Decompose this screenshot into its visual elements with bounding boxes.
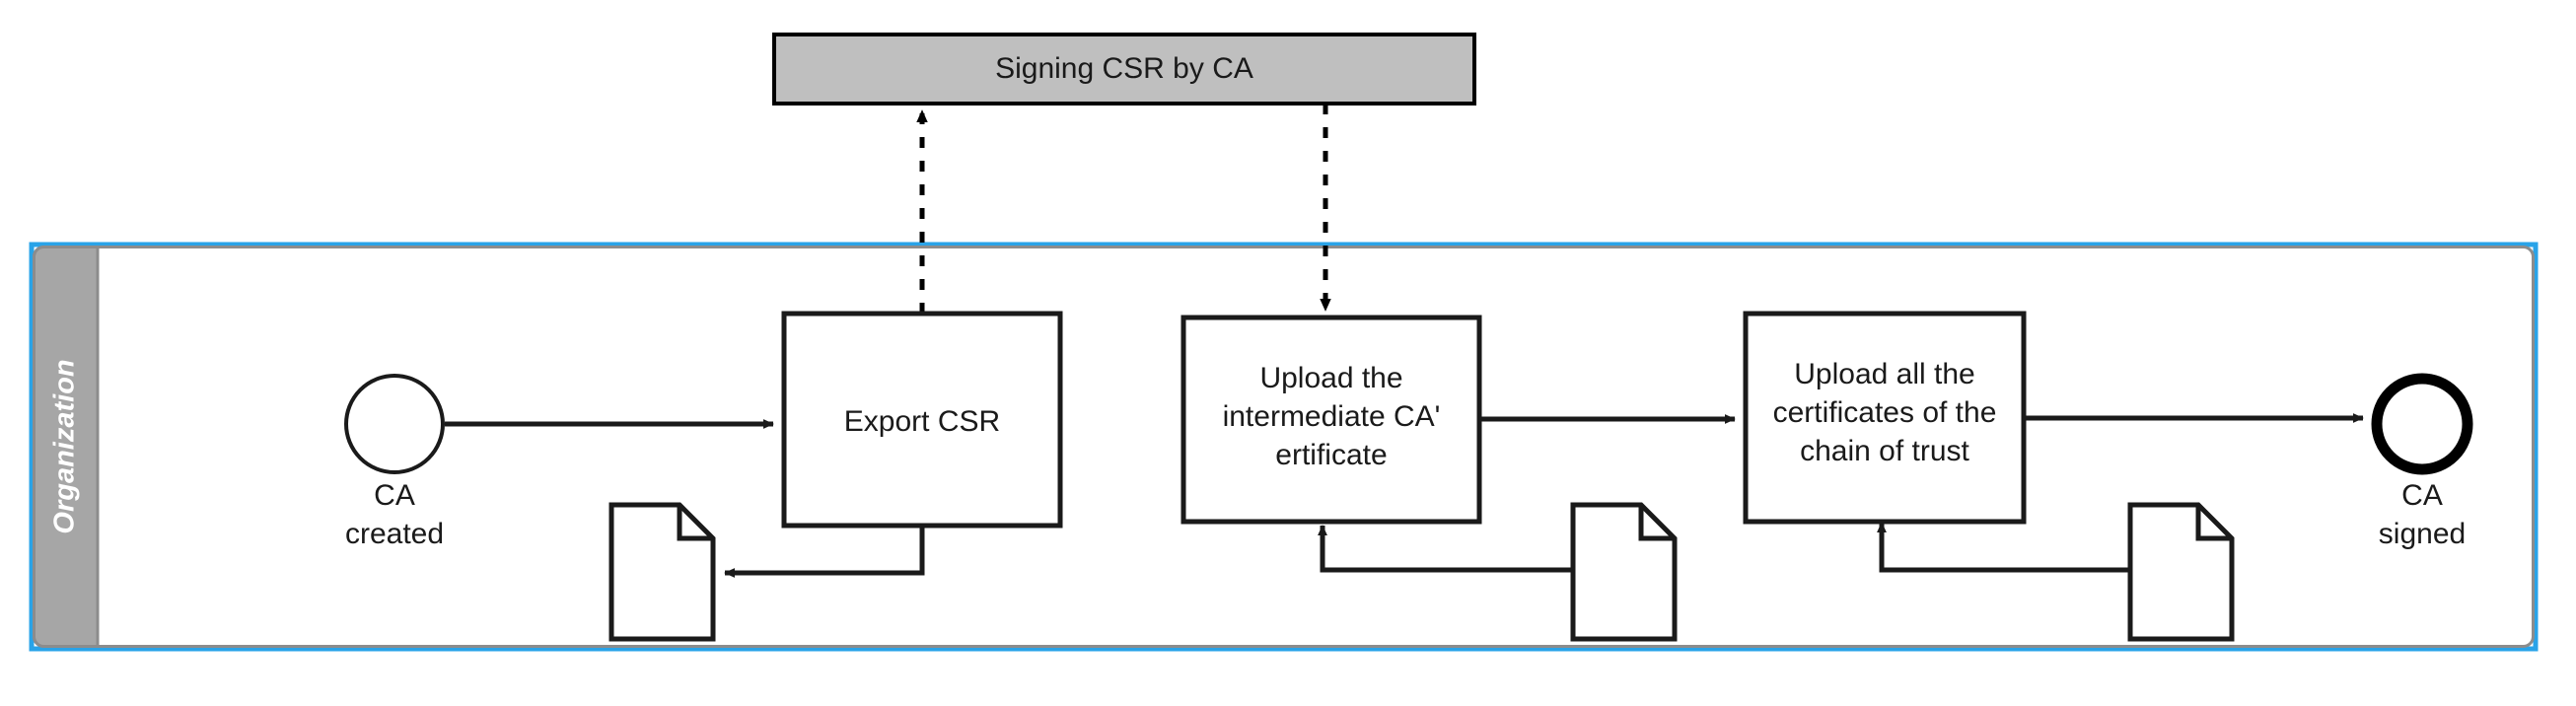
organization-lane-header [33, 246, 100, 648]
signing-ca-pool-label: Signing CSR by CA [995, 52, 1253, 85]
signing-ca-pool[interactable]: Signing CSR by CA [772, 33, 1476, 106]
flow-data-object-to-chain[interactable] [1877, 522, 2130, 573]
data-object-csr-file-fold [677, 505, 713, 541]
task-upload-chain-rect [1743, 311, 2027, 525]
start-event-ca-created[interactable]: CA created [344, 374, 445, 550]
data-object-chain-certs[interactable] [2127, 502, 2235, 642]
end-event-ca-signed-label-line-1: CA [2401, 479, 2443, 512]
data-object-chain-certs-fold [2195, 505, 2232, 541]
task-upload-chain-label-line-3: chain of trust [1800, 435, 1969, 467]
data-object-intermediate-cert-body [1570, 502, 1678, 642]
data-object-csr-file-body [608, 502, 716, 642]
end-event-ca-signed[interactable]: CA signed [2371, 373, 2473, 550]
data-object-csr-file[interactable] [608, 502, 716, 642]
task-upload-intermediate-label-line-3: ertificate [1275, 439, 1387, 471]
organization-pool-label: Organization [49, 359, 81, 533]
end-event-ca-signed-label-line-2: signed [2379, 518, 2466, 550]
task-export-csr[interactable]: Export CSR [781, 311, 1063, 529]
task-upload-chain-label-line-1: Upload all the [1794, 358, 1974, 390]
task-upload-intermediate-rect [1181, 315, 1482, 525]
task-upload-intermediate-label-line-2: intermediate CA' [1223, 400, 1441, 433]
data-object-chain-certs-body [2127, 502, 2235, 642]
start-event-ca-created-circle [344, 374, 445, 474]
task-export-csr-label-line-1: Export CSR [844, 405, 1000, 438]
flow-data-object-to-intermediate[interactable] [1318, 525, 1573, 573]
data-object-intermediate-cert[interactable] [1570, 502, 1678, 642]
end-event-ca-signed-circle [2371, 373, 2473, 475]
flow-data-object-to-intermediate-line [1318, 525, 1573, 573]
task-upload-intermediate-label-line-1: Upload the [1259, 362, 1402, 394]
flow-export-csr-to-data-object[interactable] [724, 526, 925, 578]
signing-ca-pool-rect [772, 33, 1476, 106]
data-object-intermediate-cert-fold [1638, 505, 1675, 541]
start-event-ca-created-label-line-1: CA [374, 479, 415, 512]
task-upload-chain-of-trust[interactable]: Upload all the certificates of the chain… [1743, 311, 2027, 525]
flow-export-csr-to-data-object-line [724, 526, 925, 578]
start-event-ca-created-label-line-2: created [345, 518, 444, 550]
flow-data-object-to-chain-line [1877, 522, 2130, 573]
task-upload-intermediate-ca-certificate[interactable]: Upload the intermediate CA' ertificate [1181, 315, 1482, 525]
task-export-csr-rect [781, 311, 1063, 529]
task-upload-chain-label-line-2: certificates of the [1773, 396, 1997, 429]
